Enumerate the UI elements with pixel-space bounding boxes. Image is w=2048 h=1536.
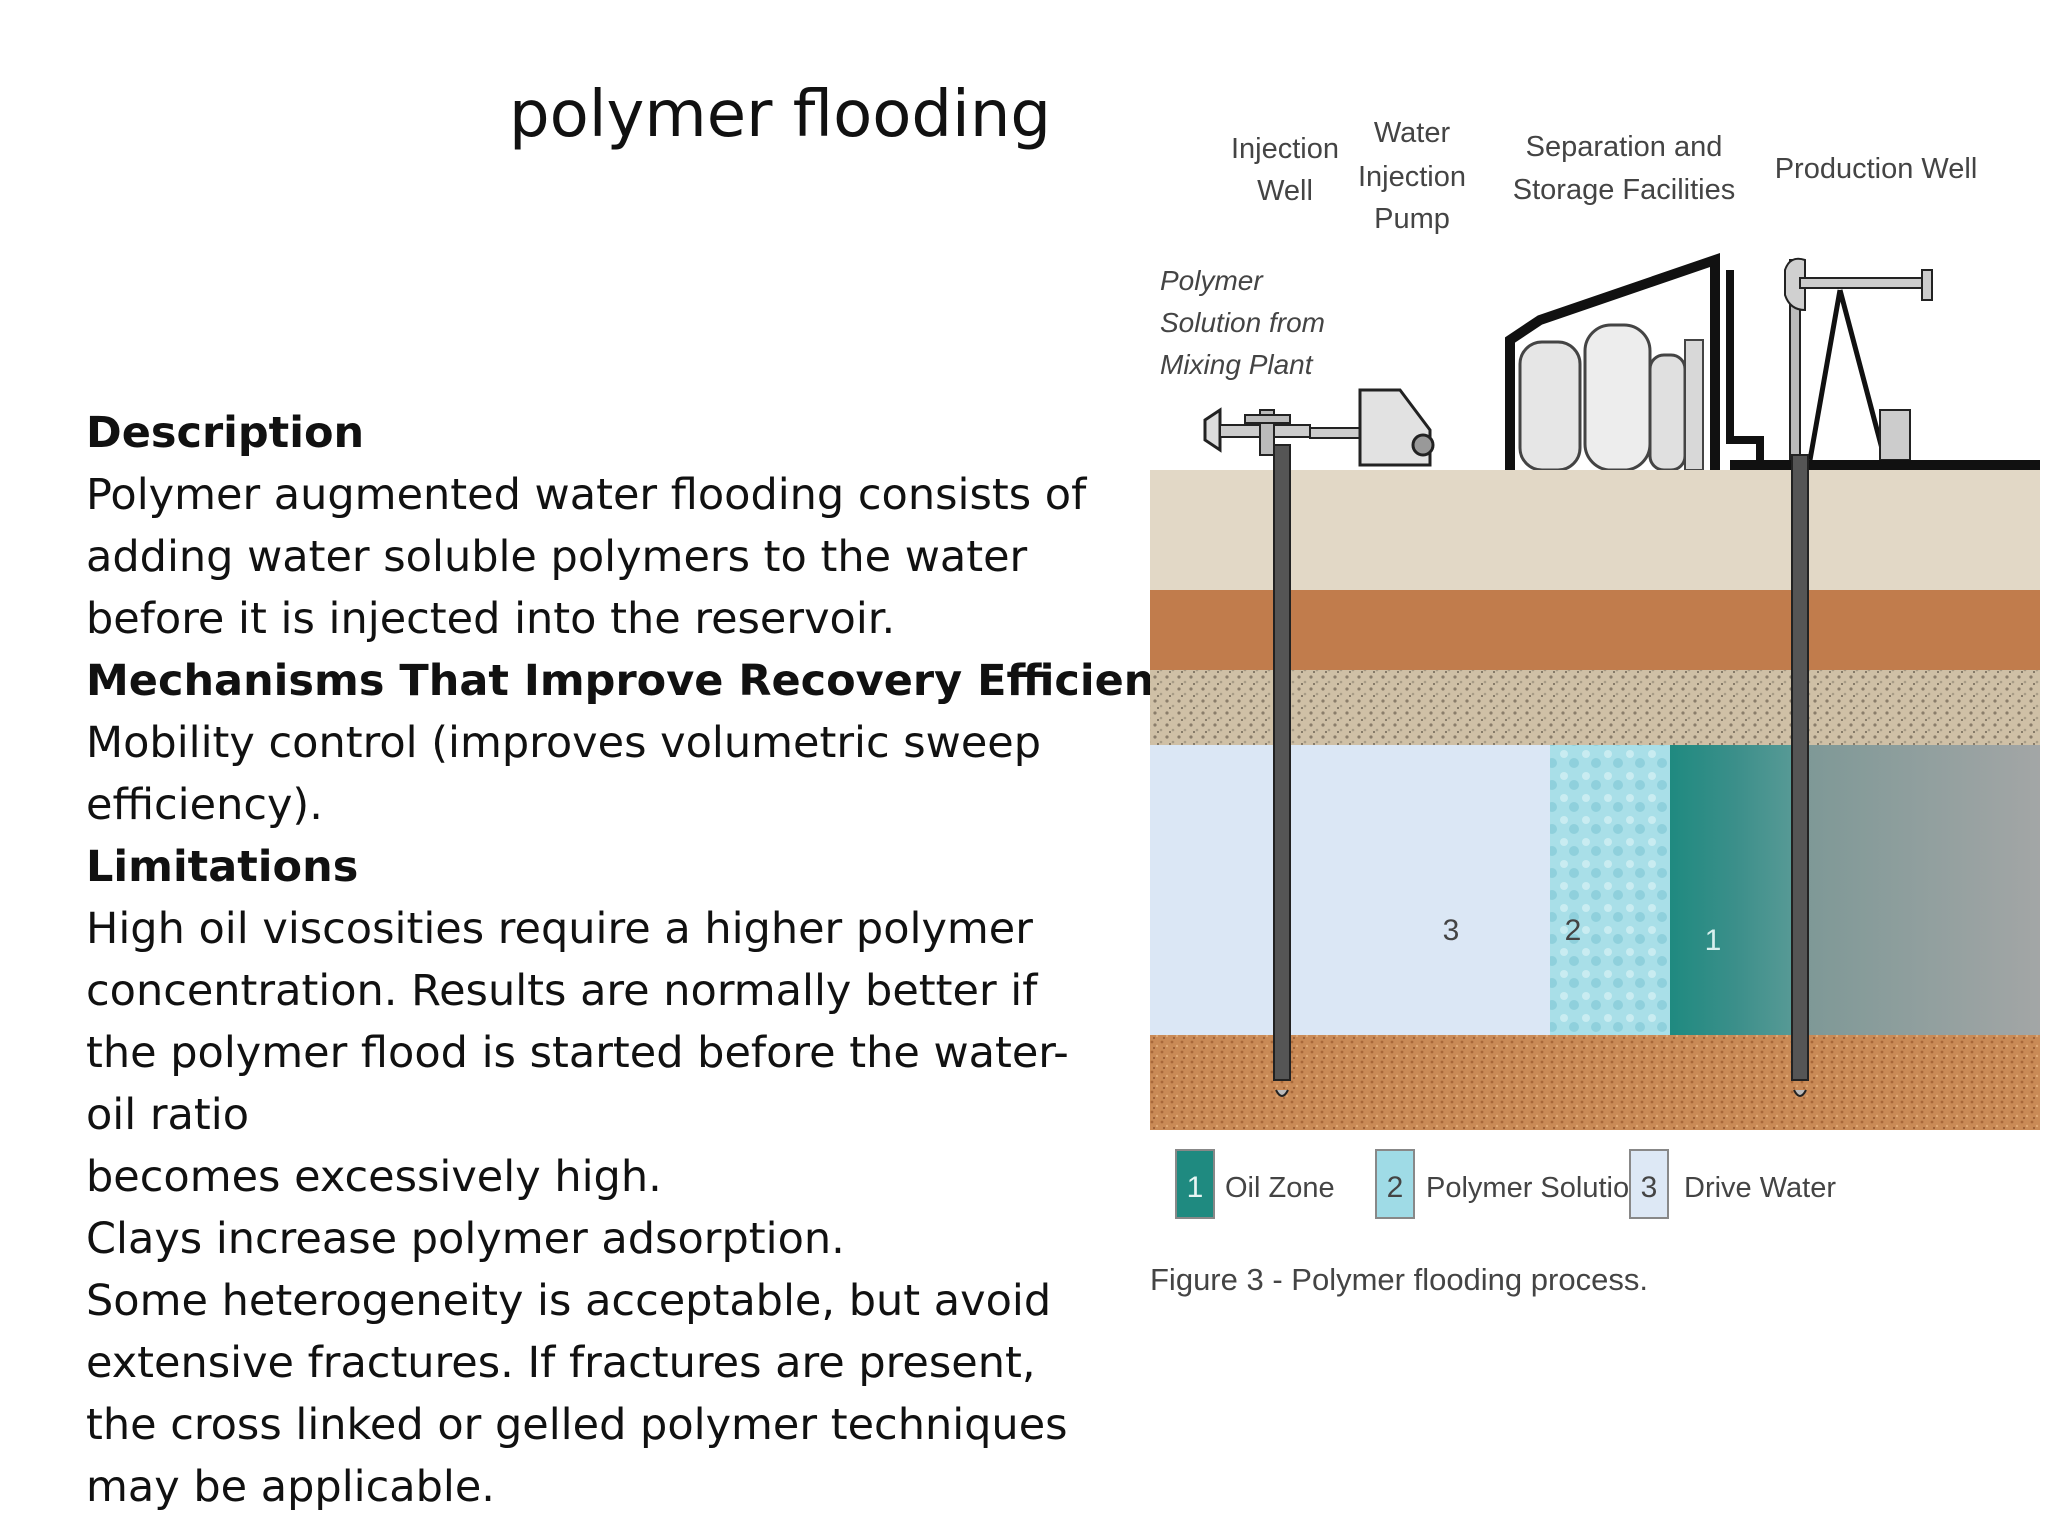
body-line: High oil viscosities require a higher po… (86, 904, 1033, 954)
label-separation-1: Separation and (1526, 131, 1723, 163)
body-line: Clays increase polymer adsorption. (86, 1214, 845, 1264)
heading-mechanisms: Mechanisms That Improve Recovery Efficie… (86, 656, 1208, 706)
label-pump-1: Water (1374, 117, 1451, 149)
legend-swatch-3 (1629, 1149, 1669, 1219)
body-line: Mobility control (improves volumetric sw… (86, 718, 1042, 768)
figure-caption: Figure 3 - Polymer flooding process. (1150, 1262, 1648, 1297)
zone-polymer-solution (1550, 745, 1670, 1035)
injection-well-casing (1273, 444, 1291, 1081)
label-separation-2: Storage Facilities (1513, 174, 1735, 206)
legend-swatch-2 (1375, 1149, 1415, 1219)
heading-limitations: Limitations (86, 842, 359, 892)
body-line: before it is injected into the reservoir… (86, 594, 896, 644)
body-line: adding water soluble polymers to the wat… (86, 532, 1028, 582)
zone-label-1: 1 (1705, 924, 1722, 957)
polymer-flooding-figure: Injection Well Water Injection Pump Sepa… (1140, 110, 2040, 1410)
production-pumpjack (1730, 257, 2040, 470)
separation-storage-facilities (1505, 253, 1764, 472)
body-line: Polymer augmented water flooding consist… (86, 470, 1087, 520)
stratum-gravel (1150, 670, 2040, 745)
body-line: oil ratio (86, 1090, 250, 1140)
label-polymer-2: Solution from (1160, 307, 1325, 338)
label-polymer-3: Mixing Plant (1160, 349, 1314, 380)
body-line: may be applicable. (86, 1462, 495, 1512)
stratum-base-sand (1150, 1035, 2040, 1130)
production-well-casing (1791, 454, 1809, 1081)
label-injection-well-1: Injection (1231, 133, 1339, 165)
figure-drawing: Injection Well Water Injection Pump Sepa… (1150, 117, 2040, 1297)
legend-num-2: 2 (1387, 1171, 1404, 1204)
injection-wellhead (1203, 407, 1311, 456)
label-pump-2: Injection (1358, 161, 1466, 193)
legend-label-2: Polymer Solution (1426, 1172, 1645, 1204)
body-line: Some heterogeneity is acceptable, but av… (86, 1276, 1052, 1326)
stratum-topsoil (1150, 470, 2040, 590)
stratum-clay (1150, 590, 2040, 670)
body-line: the cross linked or gelled polymer techn… (86, 1400, 1068, 1450)
body-line: efficiency). (86, 780, 323, 830)
zone-label-3: 3 (1443, 914, 1460, 947)
legend-swatch-1 (1175, 1149, 1215, 1219)
legend-num-3: 3 (1641, 1171, 1658, 1204)
body-line: extensive fractures. If fractures are pr… (86, 1338, 1036, 1388)
label-polymer-1: Polymer (1160, 265, 1264, 296)
zone-drive-water (1150, 745, 1550, 1035)
label-production-well: Production Well (1775, 153, 1978, 185)
legend-label-1: Oil Zone (1225, 1172, 1335, 1204)
slide-body: Description Polymer augmented water floo… (86, 402, 1208, 1518)
heading-description: Description (86, 408, 365, 458)
label-pump-3: Pump (1374, 203, 1450, 235)
zone-reservoir-grey (1800, 745, 2040, 1035)
legend-label-3: Drive Water (1684, 1172, 1836, 1204)
body-line: concentration. Results are normally bett… (86, 966, 1038, 1016)
slide-title: polymer flooding (508, 78, 1052, 152)
legend: 1 Oil Zone 2 Polymer Solution 3 Drive Wa… (1175, 1149, 1836, 1219)
legend-num-1: 1 (1187, 1171, 1204, 1204)
body-line: the polymer flood is started before the … (86, 1028, 1069, 1078)
zone-oil (1670, 745, 1800, 1035)
water-injection-pump (1309, 388, 1435, 467)
label-injection-well-2: Well (1257, 175, 1313, 207)
zone-label-2: 2 (1565, 914, 1582, 947)
body-line: becomes excessively high. (86, 1152, 662, 1202)
